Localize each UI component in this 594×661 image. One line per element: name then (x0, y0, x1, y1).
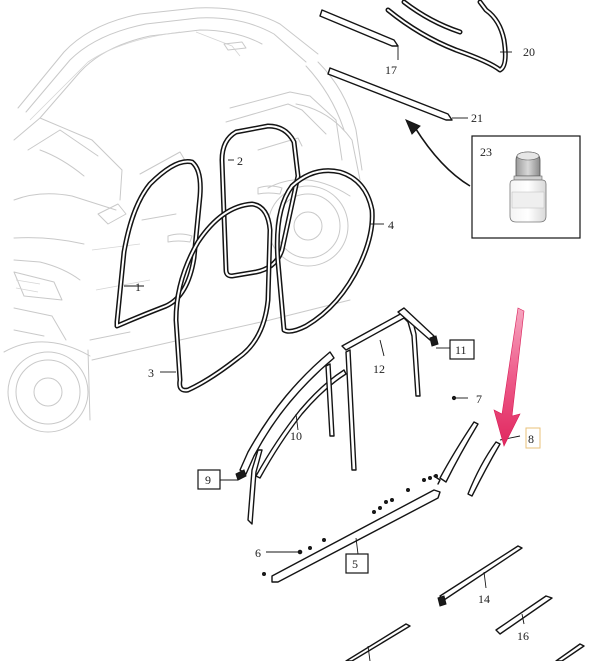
strip-16 (495, 595, 553, 635)
strip-14 (437, 545, 523, 607)
label-6: 6 (255, 546, 261, 560)
callout-labels: 1 2 3 4 5 6 7 8 9 10 11 12 14 16 17 20 2… (135, 45, 535, 643)
adhesive-bottle-icon (509, 151, 547, 223)
clip-9 (235, 469, 247, 481)
roof-strip-17 (319, 9, 399, 60)
rear-door-seal (274, 168, 375, 334)
front-door-opening-seal (114, 158, 203, 329)
rear-window-frame-12 (341, 307, 439, 471)
label-23: 23 (480, 145, 492, 159)
highlight-box-8 (525, 427, 541, 449)
label-20: 20 (523, 45, 535, 59)
label-9: 9 (205, 473, 211, 487)
label-11: 11 (455, 343, 467, 357)
label-boxes (197, 339, 541, 574)
label-5: 5 (352, 557, 358, 571)
label-16: 16 (517, 629, 529, 643)
label-14: 14 (478, 592, 490, 606)
label-2: 2 (237, 154, 243, 168)
bottom-strips (345, 623, 585, 661)
car-body-outline (3, 7, 363, 433)
label-7: 7 (476, 392, 482, 406)
label-3: 3 (148, 366, 154, 380)
label-17: 17 (385, 63, 397, 77)
label-8: 8 (528, 432, 534, 446)
front-window-frame-10 (239, 351, 347, 525)
adhesive-box-23 (471, 135, 581, 239)
pointer-arrow-to-adhesive (405, 119, 471, 187)
strip-8 (467, 435, 521, 497)
roof-strip-21 (327, 67, 468, 121)
label-12: 12 (373, 362, 385, 376)
label-21: 21 (471, 111, 483, 125)
front-door-seal (173, 201, 273, 393)
label-4: 4 (388, 218, 394, 232)
strip-7 (439, 395, 479, 483)
leader-lines (124, 51, 512, 481)
sill-strip-5 (271, 475, 441, 583)
tailgate-seal (385, 0, 508, 73)
label-10: 10 (290, 429, 302, 443)
label-1: 1 (135, 280, 141, 294)
rear-door-opening-seal (219, 123, 301, 279)
pink-arrow-icon (493, 307, 525, 447)
clips-6 (262, 474, 438, 576)
